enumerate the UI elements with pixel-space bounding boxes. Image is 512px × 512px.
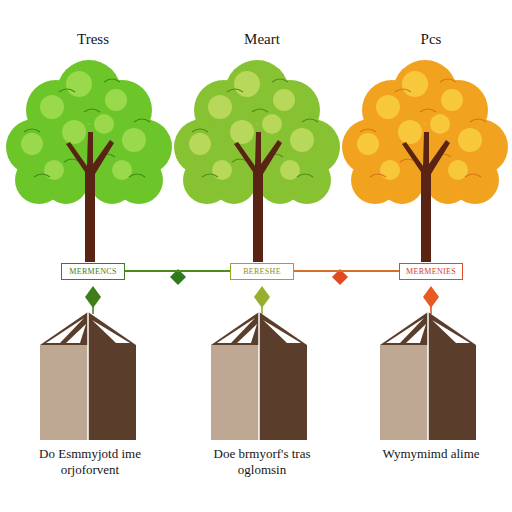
label-box: MERMENCS bbox=[61, 263, 125, 280]
tree-heading: Tress bbox=[43, 30, 143, 48]
label-box: BERESHE bbox=[230, 263, 294, 280]
box-text: MERMENCS bbox=[68, 266, 118, 277]
box-text: BERESHE bbox=[237, 266, 287, 277]
caption-text: Doe brmyorf's tras oglomsin bbox=[202, 446, 322, 478]
caption-text: Wymymimd alime bbox=[371, 446, 491, 462]
tree-heading: Pcs bbox=[381, 30, 481, 48]
orange-tree bbox=[342, 60, 508, 262]
box-text: MERMENIES bbox=[406, 266, 456, 277]
house-icon bbox=[211, 312, 307, 440]
yellow-green-tree bbox=[174, 60, 340, 262]
green-tree bbox=[6, 60, 172, 262]
connector-line bbox=[294, 270, 399, 272]
tree-heading: Meart bbox=[212, 30, 312, 48]
connector-line bbox=[125, 270, 230, 272]
house-icon bbox=[40, 312, 136, 440]
house-icon bbox=[380, 312, 476, 440]
caption-text: Do Esmmyjotd ime orjoforvent bbox=[30, 446, 150, 478]
label-box: MERMENIES bbox=[399, 263, 463, 280]
